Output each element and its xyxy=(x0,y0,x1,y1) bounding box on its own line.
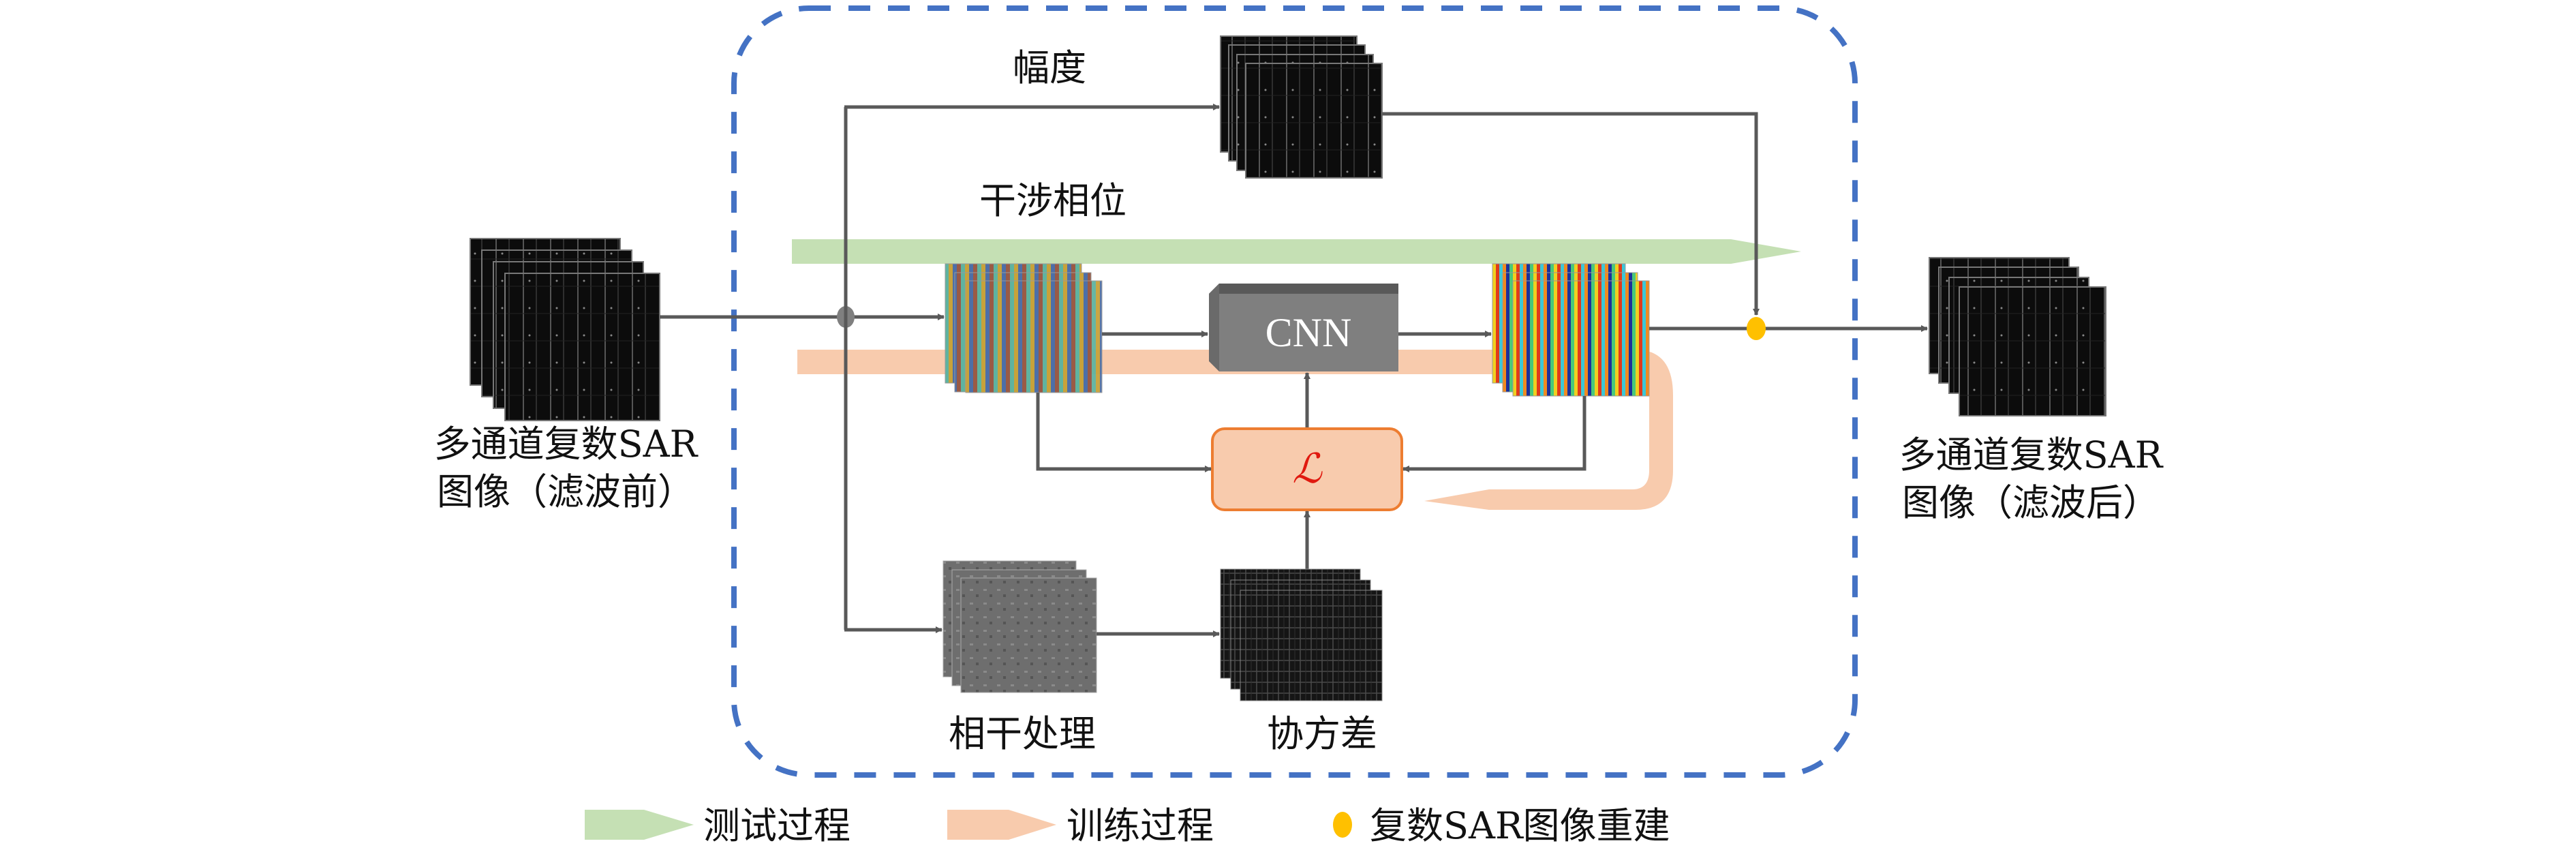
loss-block xyxy=(1211,427,1403,511)
covariance-label: 协方差 xyxy=(1267,712,1377,755)
input-label-line2: 图像（滤波前） xyxy=(437,470,694,513)
processing-boundary xyxy=(731,5,1858,778)
output-label-line2: 图像（滤波后） xyxy=(1902,481,2160,524)
cnn-label: CNN xyxy=(1266,310,1352,355)
amplitude-label: 幅度 xyxy=(1013,46,1086,89)
orange-arrow-icon xyxy=(947,810,1056,840)
loss-label: ℒ xyxy=(1292,445,1323,493)
phase-input-stack xyxy=(945,263,1103,393)
legend-item-reconstruction: 复数SAR图像重建 xyxy=(1333,804,1670,847)
phase-label: 干涉相位 xyxy=(979,179,1126,222)
phase-out-to-loss-arrow xyxy=(1402,396,1586,472)
legend-reconstruction-label: 复数SAR图像重建 xyxy=(1370,804,1670,847)
green-arrow-icon xyxy=(585,810,694,840)
output-label-line1: 多通道复数SAR xyxy=(1899,433,2164,476)
cnn-block: CNN xyxy=(1209,284,1398,371)
reconstruction-dot xyxy=(1747,317,1766,340)
covariance-image-stack xyxy=(1220,568,1383,701)
input-sar-stack xyxy=(470,238,660,421)
legend-item-train: 训练过程 xyxy=(947,804,1214,847)
legend-test-label: 测试过程 xyxy=(703,804,850,847)
yellow-dot-icon xyxy=(1333,812,1352,838)
amplitude-to-reconstruction-line xyxy=(1382,112,1760,316)
coherence-image-stack xyxy=(942,560,1097,693)
legend-item-test: 测试过程 xyxy=(585,804,850,847)
test-path-arrow xyxy=(792,239,1801,264)
legend: 测试过程 训练过程 复数SAR图像重建 xyxy=(585,804,1670,847)
output-sar-stack xyxy=(1929,257,2106,416)
input-label-line1: 多通道复数SAR xyxy=(434,423,699,466)
legend-train-label: 训练过程 xyxy=(1067,804,1214,847)
phase-output-stack xyxy=(1492,263,1650,397)
amplitude-image-stack xyxy=(1220,35,1383,179)
coherence-label: 相干处理 xyxy=(949,712,1096,755)
phase-in-to-loss-arrow xyxy=(1036,393,1212,472)
